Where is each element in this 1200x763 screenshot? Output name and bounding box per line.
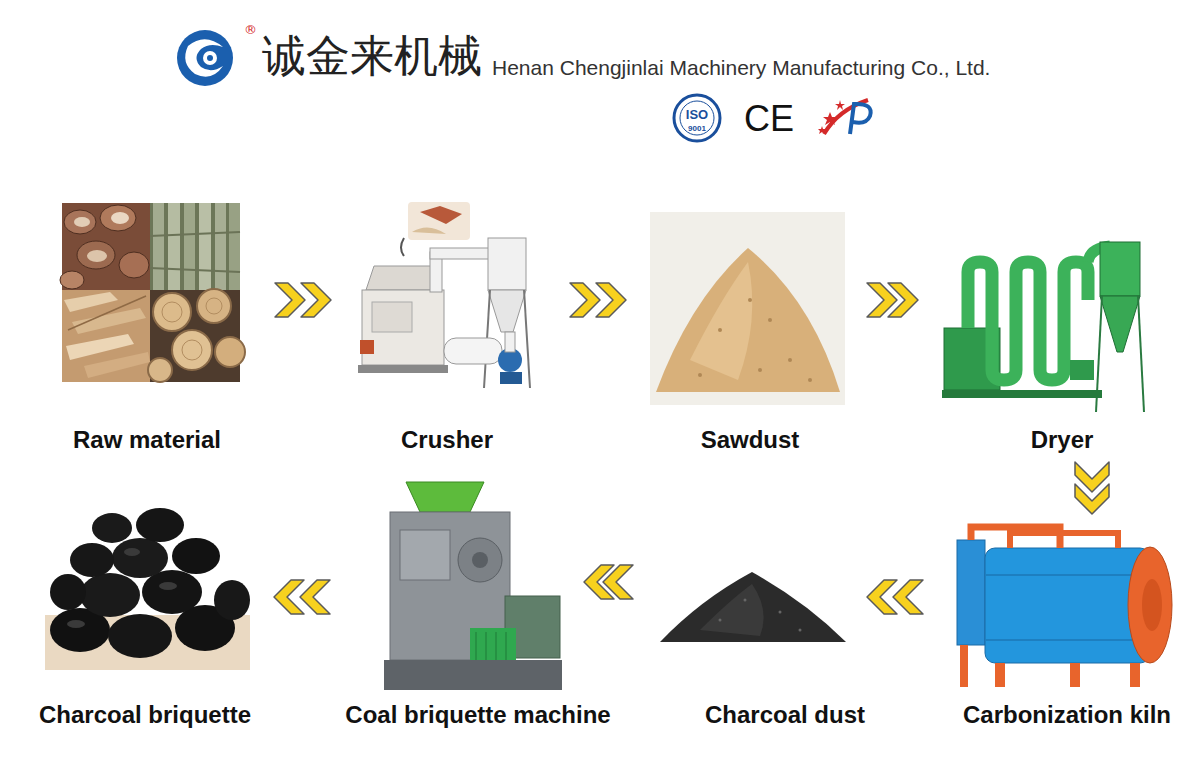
arrow-chevron [301,283,331,317]
iso-text: ISO [686,107,708,122]
crusher-machine [358,202,530,388]
briquette-machine [384,482,562,690]
step-label: Crusher [401,426,493,454]
kiln-machine [957,527,1172,687]
flow-arrow [584,565,633,599]
charcoal-dust-pile [660,572,846,642]
process-step: Charcoal dust [655,560,845,650]
company-name-english: Henan Chengjinlai Machinery Manufacturin… [492,56,990,80]
quality-mark [818,100,871,134]
ce-mark: CE [744,98,794,139]
step-label: Carbonization kiln [963,701,1171,729]
arrow-chevron [570,283,600,317]
arrow-chevron [584,565,614,599]
process-step: Carbonization kiln [945,520,1175,690]
arrow-chevron [1075,484,1109,514]
arrow-chevron [888,283,918,317]
step-label: Coal briquette machine [345,701,610,729]
sawdust-pile [650,212,845,405]
step-label: Dryer [1031,426,1094,454]
process-step: Charcoal briquette [45,495,250,670]
company-logo [177,30,233,86]
process-step: Dryer [940,240,1145,412]
arrow-chevron [1075,462,1109,492]
process-step: Sawdust [650,212,845,405]
flow-arrow [867,580,923,614]
flow-arrow [275,283,331,317]
arrow-chevron [300,580,330,614]
iso-badge [674,95,720,141]
process-step: Coal briquette machine [380,480,562,692]
process-step: Raw material [62,203,240,382]
raw-material-photo [60,203,245,382]
step-label: Charcoal dust [705,701,865,729]
step-label: Sawdust [701,426,800,454]
arrow-chevron [596,283,626,317]
flow-arrow [1075,462,1109,514]
registered-mark: ® [244,22,257,37]
charcoal-briquette-photo [45,508,250,670]
flow-arrow [867,283,918,317]
step-label: Charcoal briquette [39,701,251,729]
step-label: Raw material [73,426,221,454]
company-name-chinese: 诚金来机械 [262,30,482,81]
flow-arrow [570,283,626,317]
iso-number: 9001 [688,124,706,133]
arrow-chevron [867,580,897,614]
process-step: Crusher [355,200,540,392]
flow-arrow [274,580,330,614]
arrow-chevron [893,580,923,614]
dryer-machine [942,242,1144,412]
header-rule [92,88,1134,90]
arrow-chevron [275,283,305,317]
arrow-chevron [274,580,304,614]
